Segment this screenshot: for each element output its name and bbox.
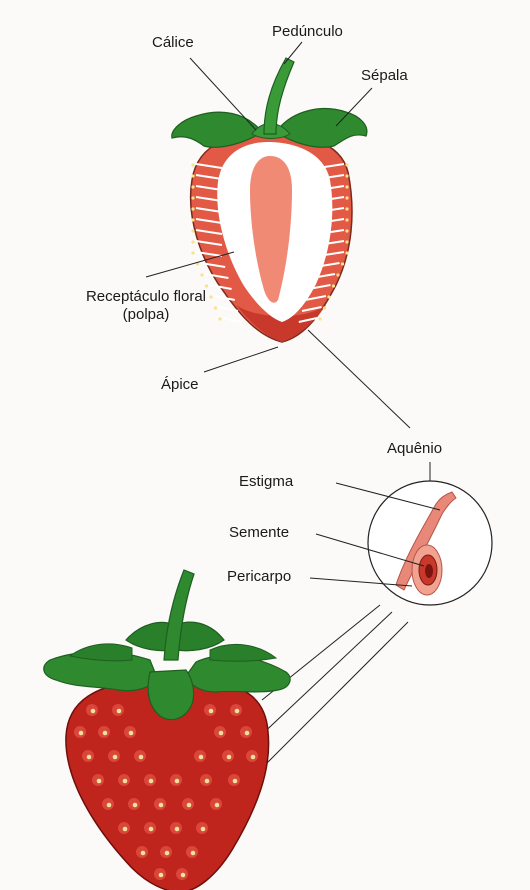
achene-seed-core	[425, 564, 433, 578]
seed-dot	[139, 755, 144, 760]
seed-dot	[159, 873, 164, 878]
seed-dot	[187, 803, 192, 808]
seed-dot	[175, 827, 180, 832]
seed-dot	[97, 779, 102, 784]
seed-dot	[87, 755, 92, 760]
seed-dot	[227, 755, 232, 760]
edge-achene-dot	[318, 317, 321, 320]
seed-dot	[191, 851, 196, 856]
edge-achene-dot	[345, 163, 348, 166]
seed-dot	[141, 851, 146, 856]
label-sepal: Sépala	[361, 67, 408, 85]
edge-achene-dot	[332, 284, 335, 287]
edge-achene-dot	[191, 218, 194, 221]
edge-achene-dot	[323, 306, 326, 309]
edge-achene-dot	[345, 207, 348, 210]
edge-achene-dot	[336, 273, 339, 276]
whole-strawberry-icon	[44, 570, 290, 890]
seed-dot	[107, 803, 112, 808]
leader-apex	[204, 347, 278, 372]
label-receptacle: Receptáculo floral (polpa)	[66, 288, 226, 324]
seed-dot	[209, 709, 214, 714]
leader-peduncle	[284, 42, 302, 64]
edge-achene-dot	[191, 229, 194, 232]
edge-achene-dot	[345, 196, 348, 199]
label-pericarp: Pericarpo	[227, 568, 291, 586]
label-stigma: Estigma	[239, 473, 293, 491]
seed-dot	[219, 731, 224, 736]
label-apex: Ápice	[161, 376, 199, 394]
edge-achene-dot	[345, 174, 348, 177]
leader-achene	[308, 330, 410, 428]
seed-dot	[251, 755, 256, 760]
edge-achene-dot	[191, 163, 194, 166]
label-receptacle-line1: Receptáculo floral	[66, 288, 226, 306]
edge-achene-dot	[191, 174, 194, 177]
seed-dot	[199, 755, 204, 760]
label-achene: Aquênio	[387, 440, 442, 458]
edge-achene-dot	[191, 251, 194, 254]
edge-achene-dot	[200, 273, 203, 276]
label-peduncle: Pedúnculo	[272, 23, 343, 41]
seed-dot	[205, 779, 210, 784]
edge-achene-dot	[345, 251, 348, 254]
seed-dot	[117, 709, 122, 714]
edge-achene-dot	[191, 207, 194, 210]
seed-dot	[233, 779, 238, 784]
seed-dot	[79, 731, 84, 736]
edge-achene-dot	[345, 185, 348, 188]
label-seed: Semente	[229, 524, 289, 542]
seed-dot	[123, 827, 128, 832]
seed-dot	[235, 709, 240, 714]
seed-dot	[245, 731, 250, 736]
edge-achene-dot	[191, 185, 194, 188]
whole-leaf-far-right	[210, 644, 276, 661]
label-calice: Cálice	[152, 34, 194, 52]
seed-dot	[149, 827, 154, 832]
seed-dot	[113, 755, 118, 760]
edge-achene-dot	[345, 240, 348, 243]
seed-dot	[165, 851, 170, 856]
edge-achene-dot	[345, 229, 348, 232]
edge-achene-dot	[191, 240, 194, 243]
seed-dot	[133, 803, 138, 808]
seed-dot	[201, 827, 206, 832]
seed-dot	[123, 779, 128, 784]
edge-achene-dot	[191, 196, 194, 199]
seed-dot	[103, 731, 108, 736]
edge-achene-dot	[327, 295, 330, 298]
seed-dot	[129, 731, 134, 736]
edge-achene-dot	[341, 262, 344, 265]
seed-dot	[181, 873, 186, 878]
label-receptacle-line2: (polpa)	[66, 306, 226, 324]
edge-achene-dot	[345, 218, 348, 221]
seed-dot	[159, 803, 164, 808]
seed-dot	[91, 709, 96, 714]
seed-dot	[175, 779, 180, 784]
zoom-connector-lines	[250, 605, 408, 780]
seed-dot	[149, 779, 154, 784]
seed-dot	[215, 803, 220, 808]
